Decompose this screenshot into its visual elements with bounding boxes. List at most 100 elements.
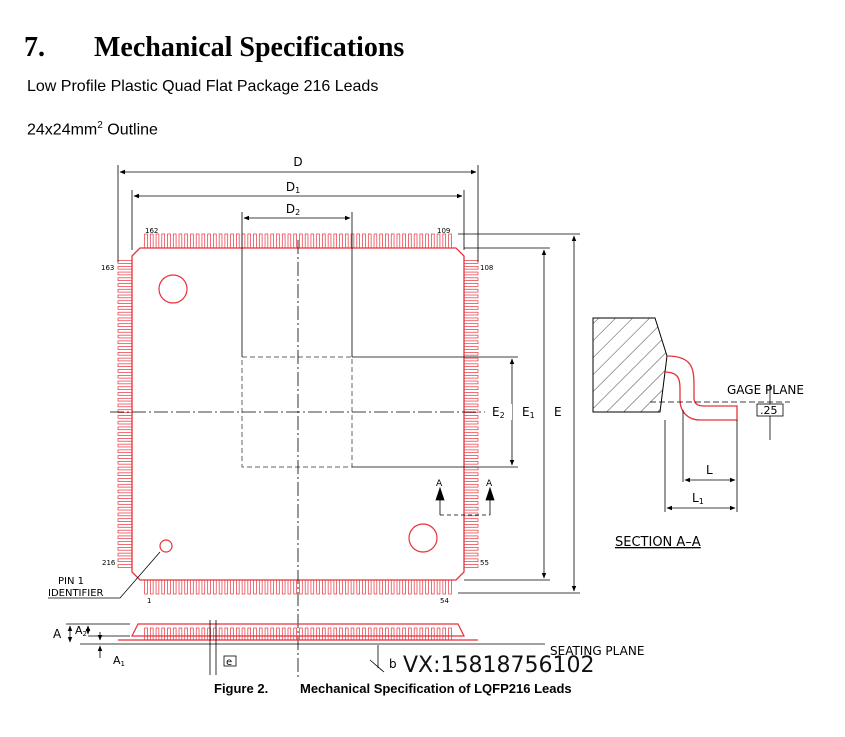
lead bbox=[172, 579, 177, 595]
lead bbox=[463, 535, 479, 540]
lead bbox=[144, 627, 148, 641]
pin-number-55: 55 bbox=[480, 559, 489, 567]
lead bbox=[463, 392, 479, 396]
lead bbox=[117, 541, 133, 545]
lead bbox=[117, 300, 133, 304]
lead bbox=[463, 529, 479, 534]
lead bbox=[345, 233, 349, 249]
lead bbox=[463, 455, 479, 459]
leads-bottom bbox=[144, 579, 452, 595]
lead bbox=[463, 346, 479, 350]
lead bbox=[276, 579, 280, 595]
lead bbox=[425, 233, 429, 249]
lead bbox=[463, 558, 479, 563]
dimension-D bbox=[117, 165, 479, 357]
lead bbox=[117, 329, 133, 333]
lead bbox=[356, 627, 360, 641]
lead bbox=[339, 233, 343, 249]
lead bbox=[287, 627, 292, 641]
lead bbox=[463, 501, 479, 505]
lead bbox=[350, 579, 355, 595]
side-view bbox=[80, 623, 545, 645]
lead bbox=[299, 579, 303, 595]
lead bbox=[408, 579, 412, 595]
lead bbox=[117, 483, 133, 488]
lead bbox=[413, 579, 418, 595]
lead bbox=[463, 506, 479, 511]
lead bbox=[402, 627, 406, 641]
lead bbox=[345, 627, 349, 641]
lead bbox=[117, 512, 133, 517]
lead bbox=[304, 233, 309, 249]
lead bbox=[281, 579, 286, 595]
lead bbox=[236, 579, 240, 595]
outline-size: 24x24mm2 Outline bbox=[27, 120, 158, 139]
lead bbox=[281, 233, 286, 249]
lead bbox=[247, 579, 252, 595]
lead bbox=[310, 627, 315, 641]
dim-label-D: D bbox=[293, 155, 302, 169]
lead bbox=[379, 233, 383, 249]
lead bbox=[201, 233, 206, 249]
lead bbox=[350, 233, 355, 249]
lead bbox=[373, 233, 378, 249]
lead bbox=[264, 579, 269, 595]
lead bbox=[362, 579, 366, 595]
lead bbox=[463, 352, 479, 356]
lead bbox=[402, 233, 406, 249]
lead bbox=[117, 524, 133, 528]
lead bbox=[408, 233, 412, 249]
lead bbox=[463, 306, 479, 310]
lead bbox=[178, 233, 183, 249]
lead bbox=[463, 334, 479, 339]
lead bbox=[117, 271, 133, 276]
section-number: 7. bbox=[24, 32, 45, 63]
lead bbox=[117, 294, 133, 299]
pin1-identifier-dot bbox=[159, 539, 173, 553]
lead bbox=[463, 483, 479, 488]
lead bbox=[463, 283, 479, 287]
lead bbox=[224, 627, 229, 641]
lead bbox=[190, 233, 194, 249]
lead bbox=[117, 323, 133, 327]
lead bbox=[463, 443, 479, 448]
lead bbox=[213, 579, 217, 595]
lead bbox=[463, 323, 479, 327]
lead bbox=[172, 627, 177, 641]
lead bbox=[463, 524, 479, 528]
lead bbox=[431, 627, 435, 641]
lead bbox=[362, 627, 366, 641]
lead bbox=[117, 443, 133, 448]
lead bbox=[117, 403, 133, 408]
outline-prefix: 24x24mm bbox=[27, 121, 98, 139]
dimension-E bbox=[352, 233, 580, 594]
lead bbox=[117, 311, 133, 316]
section-cut-markers bbox=[435, 486, 495, 516]
lead bbox=[258, 579, 263, 595]
lead bbox=[413, 627, 418, 641]
section-label: SECTION A–A bbox=[615, 535, 701, 550]
seating-plane-label: SEATING PLANE bbox=[550, 644, 644, 658]
lead bbox=[293, 579, 297, 595]
lead bbox=[270, 233, 274, 249]
lead bbox=[322, 579, 326, 595]
package-body bbox=[131, 247, 465, 581]
lead bbox=[419, 579, 424, 595]
lead bbox=[316, 627, 320, 641]
lead bbox=[117, 420, 133, 425]
lead bbox=[236, 627, 240, 641]
lead bbox=[463, 386, 479, 390]
gage-plane-value: .25 bbox=[760, 404, 778, 417]
lead bbox=[195, 233, 200, 249]
lead bbox=[230, 627, 234, 641]
dimension-e-b bbox=[209, 620, 385, 675]
outline-superscript: 2 bbox=[97, 120, 103, 131]
lead bbox=[463, 449, 479, 454]
lead bbox=[117, 340, 133, 345]
dim-label-A2: A2 bbox=[75, 624, 87, 638]
lead bbox=[463, 547, 479, 551]
lead bbox=[264, 233, 269, 249]
lead bbox=[117, 518, 133, 522]
pin1-leader bbox=[48, 551, 161, 599]
lead bbox=[117, 334, 133, 339]
